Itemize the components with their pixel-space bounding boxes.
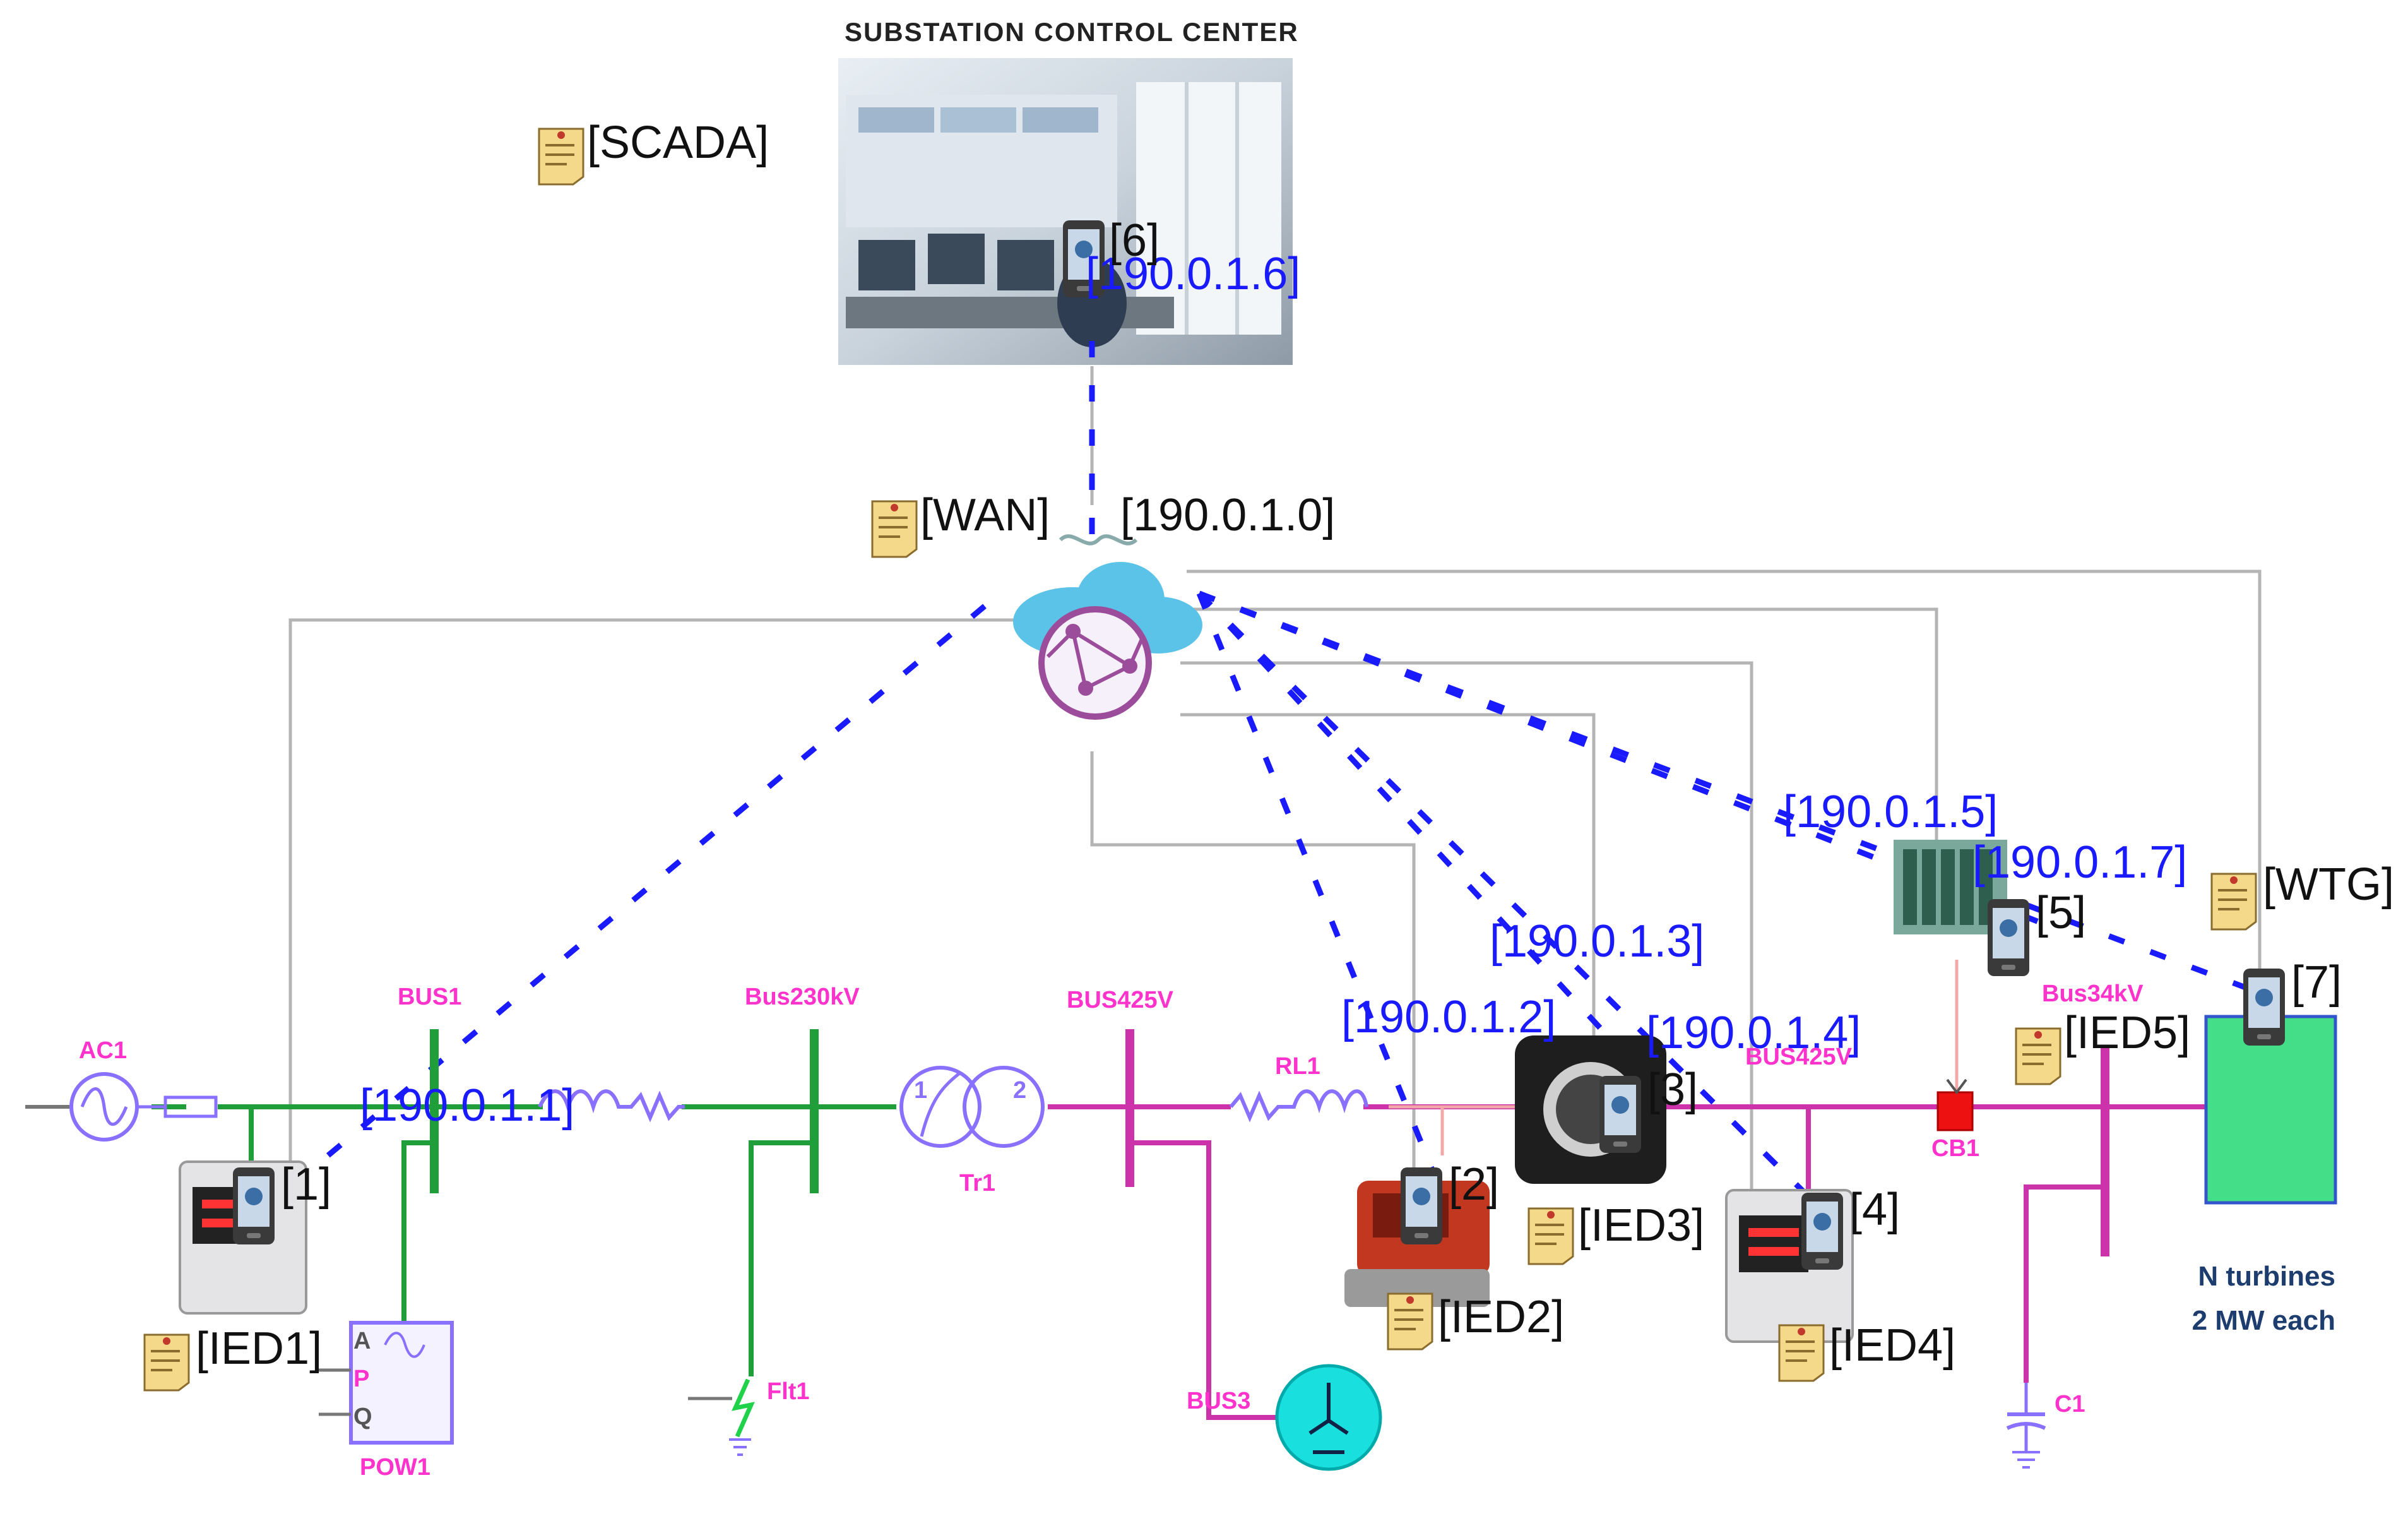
ied5-note-icon <box>2015 1027 2061 1085</box>
scada-label: [SCADA] <box>587 117 769 168</box>
tr1-label: Tr1 <box>959 1170 996 1196</box>
ip-label-5: [190.0.1.5] <box>1783 787 1998 837</box>
ied1-label: [IED1] <box>196 1323 323 1374</box>
wan-link-symbol <box>1059 534 1138 546</box>
rl1-label: RL1 <box>1275 1053 1320 1080</box>
ied1-note-icon <box>143 1333 190 1392</box>
ip-label-3: [190.0.1.3] <box>1490 916 1705 967</box>
node-id-3: [3] <box>1647 1065 1699 1115</box>
capacitor-c1 <box>2006 1383 2046 1469</box>
ied4-label: [IED4] <box>1829 1320 1956 1371</box>
plc-rack <box>1894 840 2007 934</box>
control-room-photo <box>838 58 1293 365</box>
bus425b-label: BUS425V <box>1745 1044 1852 1070</box>
node-6-phone-icon[interactable] <box>1060 218 1107 300</box>
bus3-label: BUS3 <box>1187 1388 1251 1414</box>
ied2-note-icon <box>1387 1292 1433 1351</box>
scada-note-icon <box>538 128 584 186</box>
wan-label: [WAN] <box>920 490 1050 540</box>
c1-label: C1 <box>2055 1391 2085 1417</box>
wan-note-icon <box>871 500 918 558</box>
pow1-port-p: P <box>353 1366 370 1392</box>
ip-label-6: [190.0.1.6] <box>1086 249 1301 299</box>
bus1-label: BUS1 <box>398 984 462 1010</box>
node-id-5: [5] <box>2036 888 2087 938</box>
ied3-device <box>1515 1035 1666 1184</box>
node-id-4: [4] <box>1849 1184 1901 1235</box>
node-2-phone-icon[interactable] <box>1398 1165 1445 1247</box>
wan-ip-label: [190.0.1.0] <box>1120 490 1336 540</box>
cb1-label: CB1 <box>1931 1135 1980 1162</box>
ip-label-4: [190.0.1.4] <box>1646 1008 1861 1058</box>
bus3-load <box>1275 1364 1382 1471</box>
wtg-label: [WTG] <box>2263 859 2394 910</box>
bus230-label: Bus230kV <box>745 984 860 1010</box>
rl1-symbol <box>1229 1089 1368 1123</box>
node-id-7: [7] <box>2291 957 2342 1008</box>
ied5-label: [IED5] <box>2064 1008 2191 1058</box>
ied2-label: [IED2] <box>1438 1292 1565 1342</box>
node-7-phone-icon[interactable] <box>2241 966 2287 1048</box>
breaker-cb1 <box>1936 1078 1974 1131</box>
wan-cloud <box>1013 562 1202 720</box>
ac1-label: AC1 <box>79 1037 128 1064</box>
diagram-title: SUBSTATION CONTROL CENTER <box>845 17 1299 47</box>
gray-wires <box>288 366 2262 1200</box>
pow1-port-q: Q <box>353 1404 372 1430</box>
wtg-note-icon <box>2210 873 2257 931</box>
bus34-label: Bus34kV <box>2042 981 2144 1007</box>
green-network <box>151 1029 896 1376</box>
fault-flt1 <box>688 1378 755 1456</box>
tr1-winding1-label: 1 <box>914 1077 928 1104</box>
ied3-label: [IED3] <box>1578 1200 1705 1251</box>
ip-label-2: [190.0.1.2] <box>1341 992 1557 1042</box>
pow1-label: POW1 <box>360 1454 430 1481</box>
pow1-port-a: A <box>353 1328 371 1354</box>
ied4-note-icon <box>1778 1324 1825 1382</box>
turbines-line-2: 2 MW each <box>2192 1305 2335 1336</box>
ac-source <box>25 1072 218 1142</box>
node-4-phone-icon[interactable] <box>1799 1190 1846 1272</box>
node-5-phone-icon[interactable] <box>1985 897 2032 979</box>
node-id-6: [6] <box>1109 215 1160 266</box>
ip-label-7: [190.0.1.7] <box>1972 837 2188 888</box>
ied3-note-icon <box>1527 1207 1574 1265</box>
node-1-phone-icon[interactable] <box>230 1165 277 1247</box>
tr1-winding2-label: 2 <box>1013 1077 1027 1104</box>
turbines-line-1: N turbines <box>2198 1261 2335 1292</box>
transformer-tr1 <box>899 1066 1045 1148</box>
ip-label-1: [190.0.1.1] <box>360 1080 575 1131</box>
bus425a-label: BUS425V <box>1067 987 1173 1013</box>
node-3-phone-icon[interactable] <box>1597 1073 1644 1155</box>
node-id-2: [2] <box>1449 1159 1500 1210</box>
line-impedance <box>538 1089 685 1123</box>
flt1-label: Flt1 <box>767 1378 810 1405</box>
pow1-box <box>319 1321 454 1445</box>
node-id-1: [1] <box>281 1159 332 1210</box>
